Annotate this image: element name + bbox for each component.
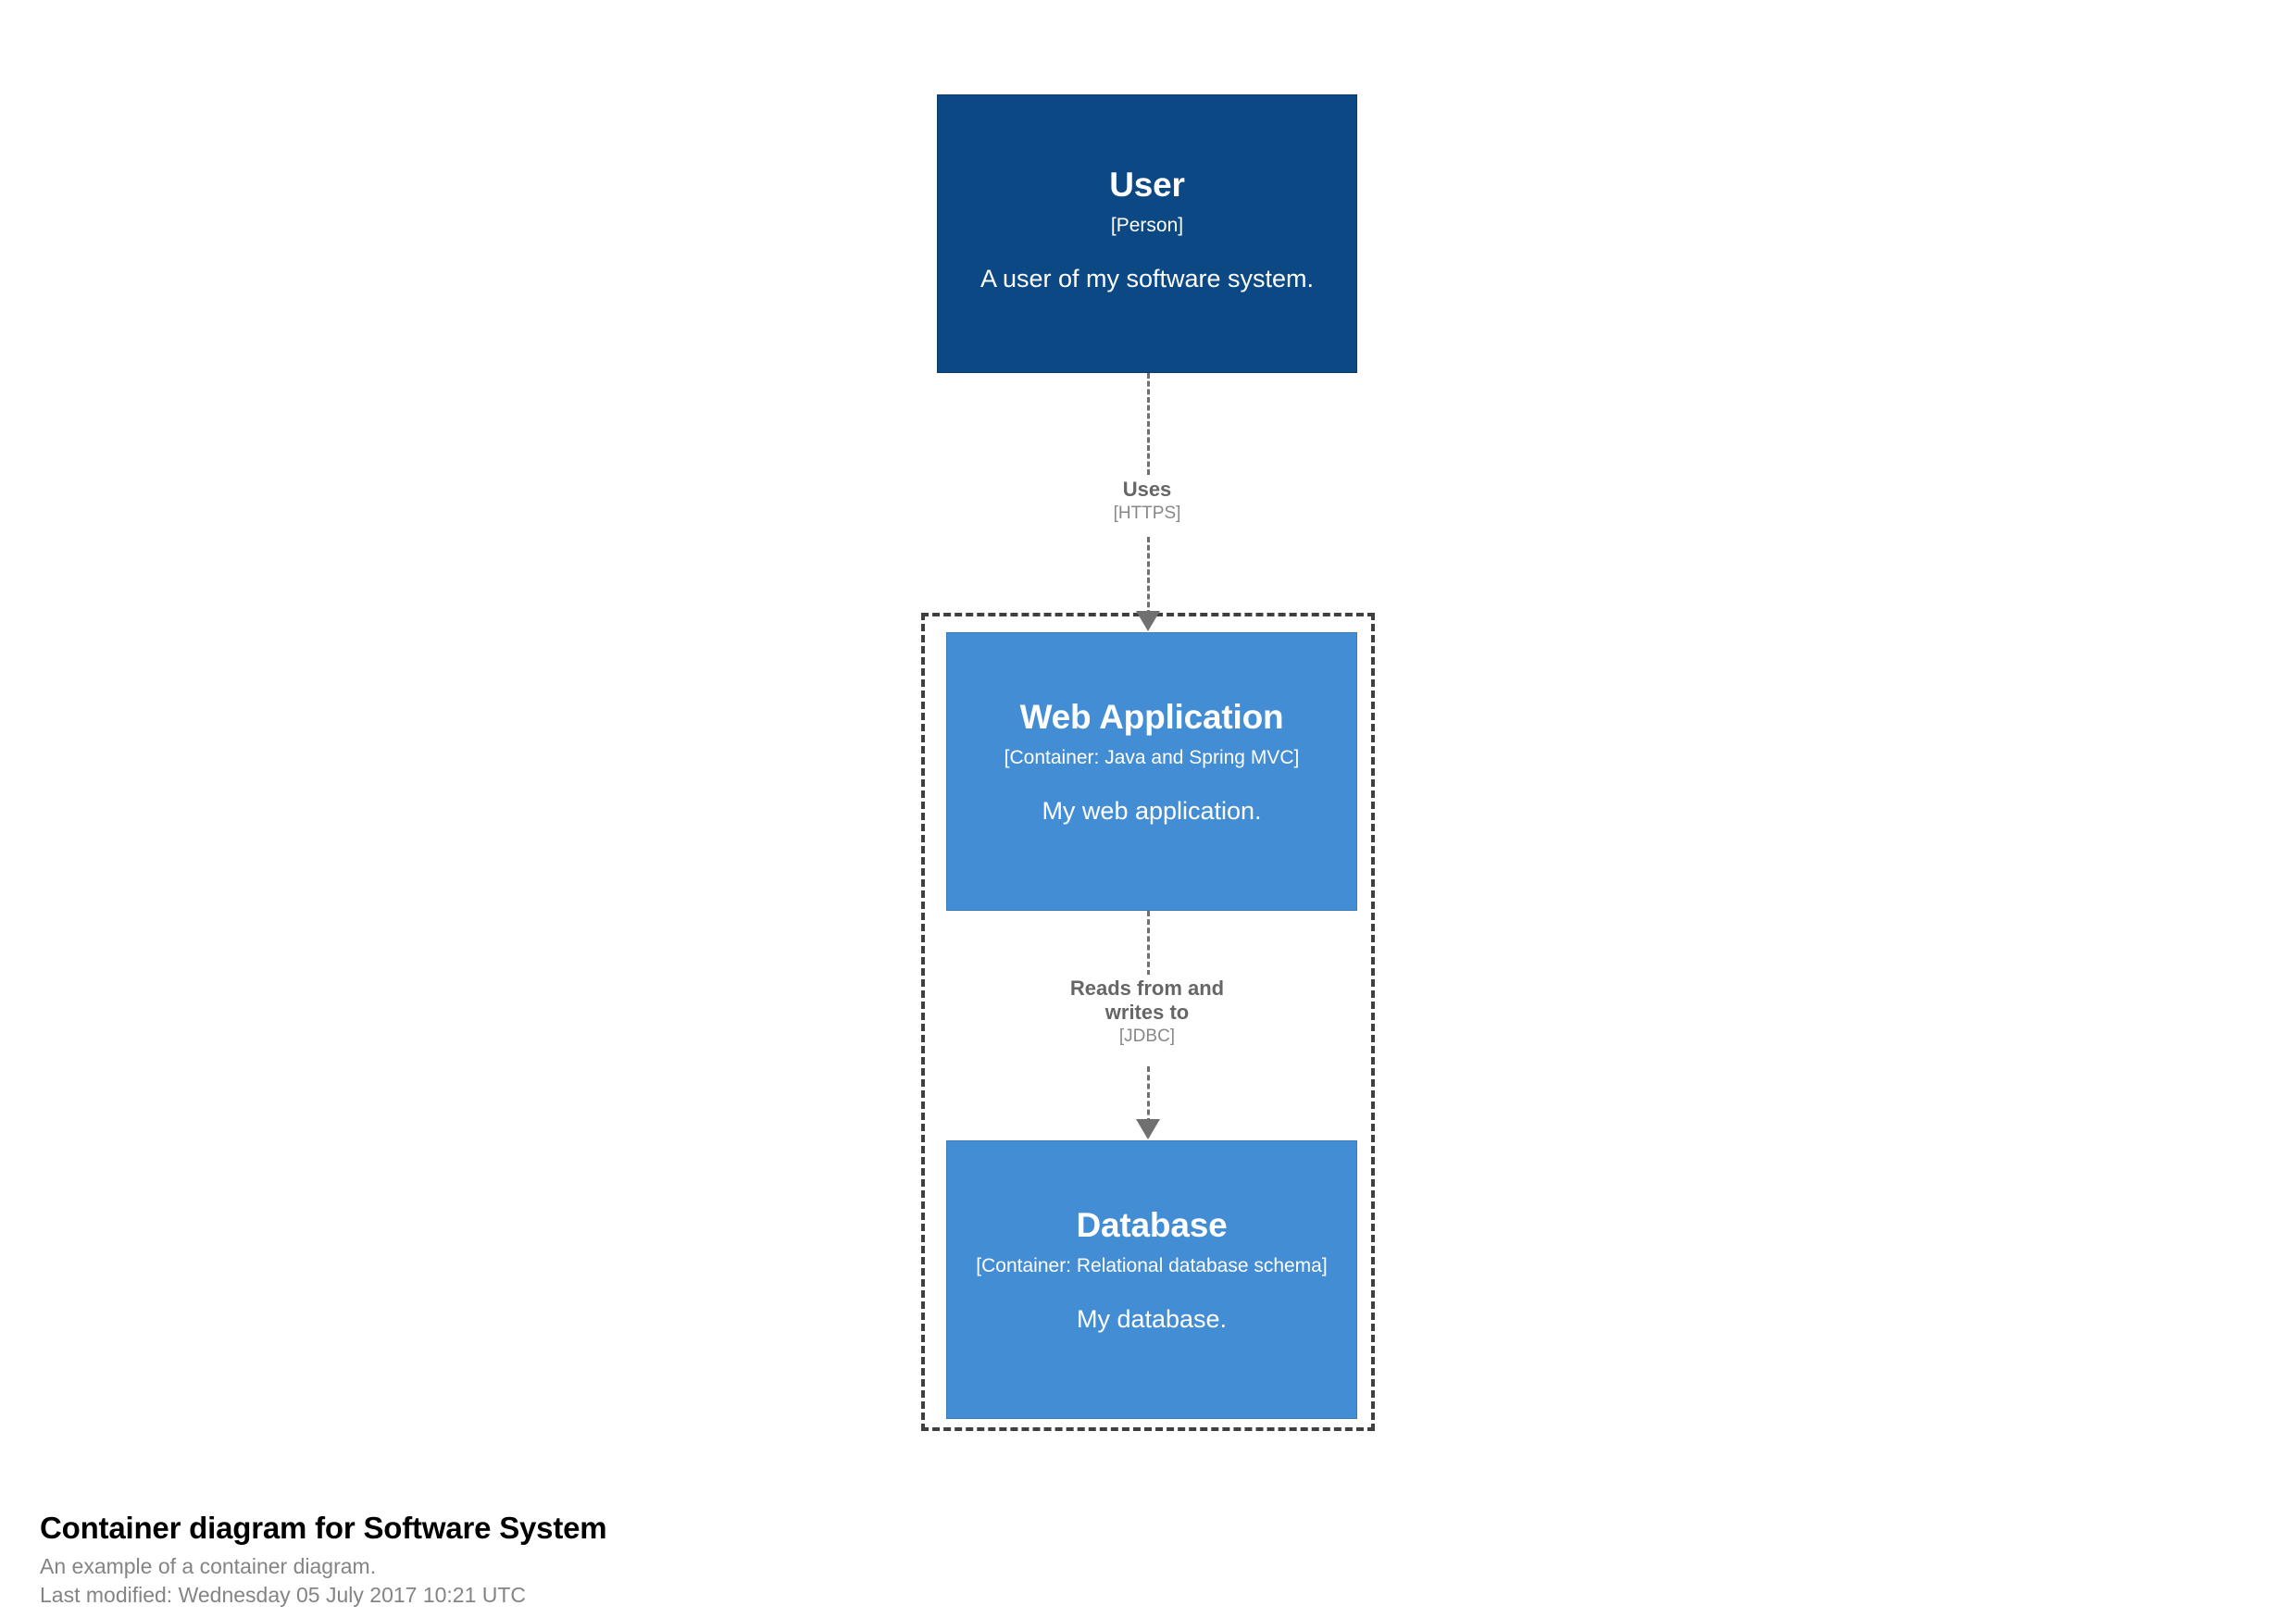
diagram-caption: Container diagram for Software System An… — [40, 1509, 1336, 1609]
relationship-line-segment-upper — [1147, 911, 1150, 976]
node-user-technology: [Person] — [1110, 214, 1184, 236]
relationship-technology: [HTTPS] — [1113, 503, 1181, 523]
diagram-last-modified: Last modified: Wednesday 05 July 2017 10… — [40, 1582, 527, 1607]
arrow-head-icon — [1136, 1119, 1160, 1139]
node-database[interactable]: Database [Container: Relational database… — [946, 1140, 1357, 1419]
arrow-head-icon — [1136, 611, 1160, 631]
relationship-description: Reads from and writes to — [1069, 977, 1225, 1024]
node-user-description: A user of my software system. — [980, 264, 1315, 292]
node-web-application-technology: [Container: Java and Spring MVC] — [1004, 746, 1300, 768]
diagram-subtitle: An example of a container diagram. — [40, 1554, 377, 1579]
relationship-line-segment-upper — [1147, 373, 1150, 475]
node-database-technology: [Container: Relational database schema] — [976, 1254, 1328, 1276]
node-web-application[interactable]: Web Application [Container: Java and Spr… — [946, 632, 1357, 911]
relationship-line-segment-lower — [1147, 1066, 1150, 1124]
relationship-technology: [JDBC] — [1118, 1026, 1176, 1046]
relationship-label-uses: Uses [HTTPS] — [1045, 476, 1249, 527]
relationship-label-reads-writes: Reads from and writes to [JDBC] — [1036, 975, 1258, 1050]
node-web-application-description: My web application. — [1042, 796, 1262, 825]
node-user[interactable]: User [Person] A user of my software syst… — [937, 94, 1357, 373]
node-database-description: My database. — [1076, 1304, 1228, 1333]
node-web-application-name: Web Application — [1019, 698, 1284, 736]
relationship-description: Uses — [1122, 478, 1172, 501]
diagram-title: Container diagram for Software System — [40, 1511, 607, 1545]
relationship-line-segment-lower — [1147, 537, 1150, 616]
node-database-name: Database — [1076, 1206, 1228, 1244]
node-user-name: User — [1109, 166, 1185, 204]
